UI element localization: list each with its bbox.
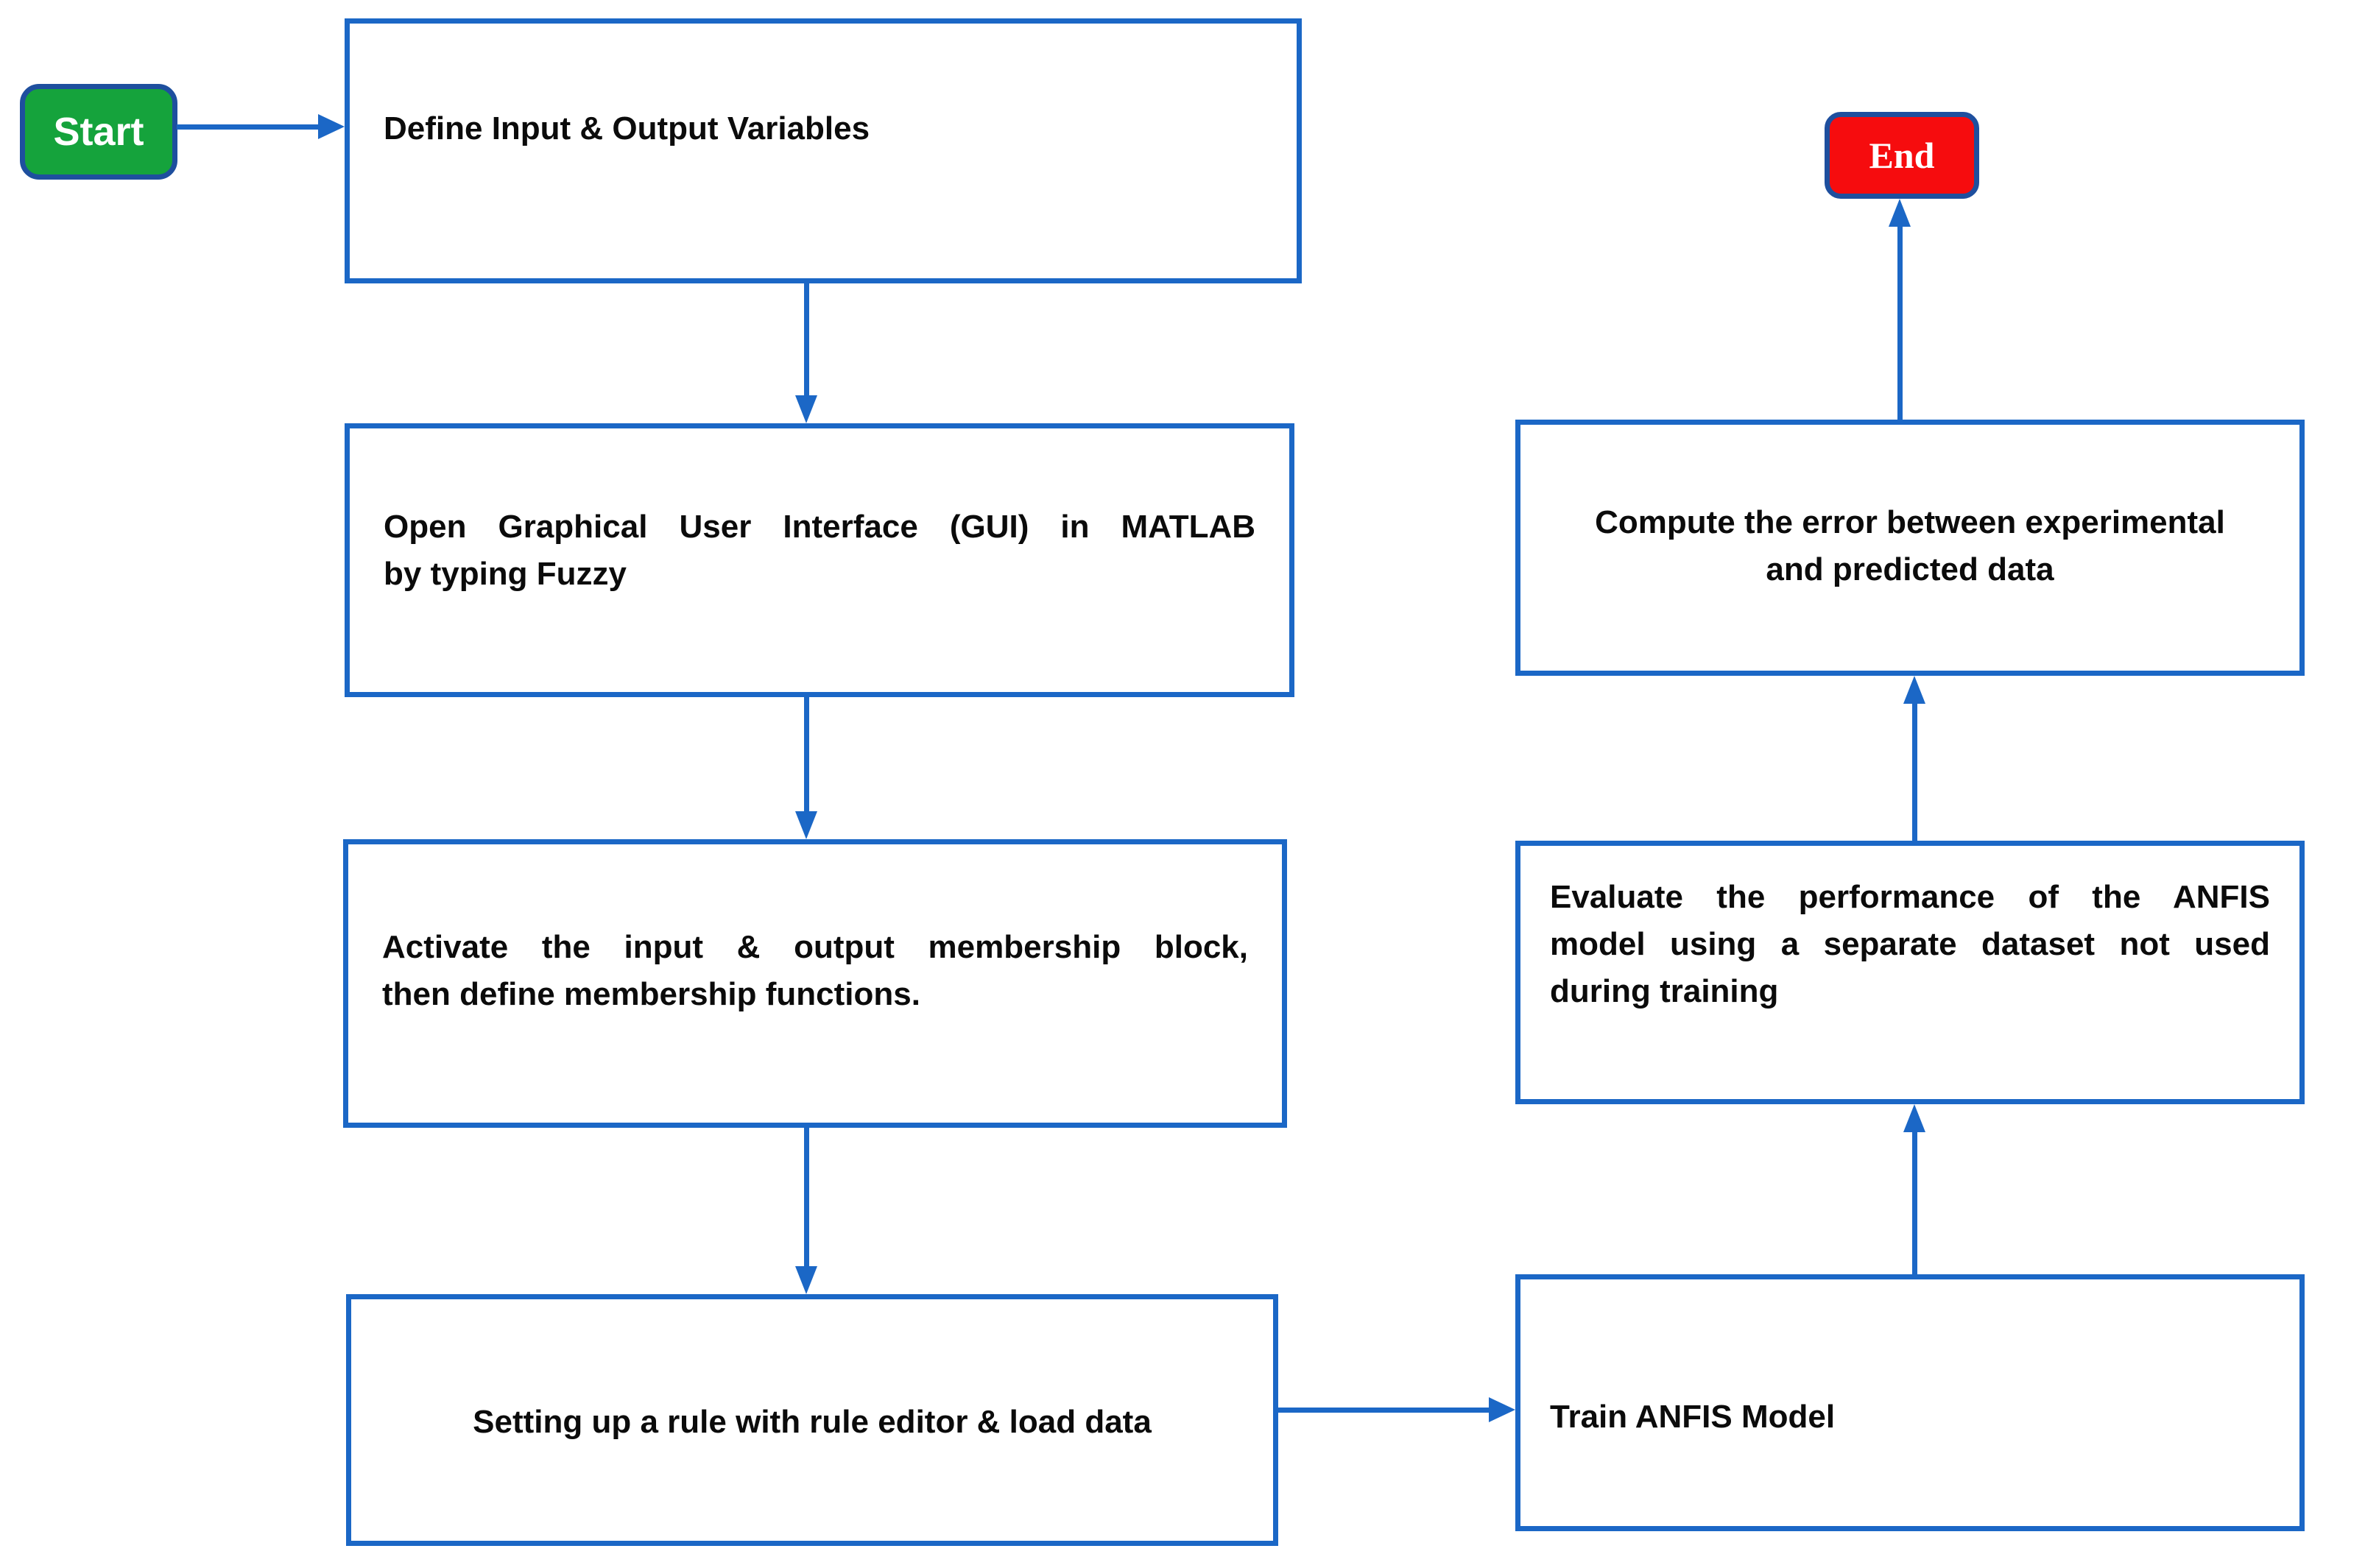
arrowhead-right-icon (1489, 1397, 1515, 1422)
start-terminal: Start (20, 84, 177, 180)
process-rule-editor: Setting up a rule with rule editor & loa… (346, 1294, 1278, 1546)
arrow-shaft (1278, 1408, 1489, 1413)
arrow-shaft (177, 124, 318, 130)
process-label: then define membership functions. (382, 976, 920, 1012)
arrowhead-down-icon (795, 1266, 817, 1294)
process-label: Compute the error between experimental (1595, 504, 2225, 540)
process-evaluate-performance: Evaluate the performance of the ANFIS mo… (1515, 841, 2305, 1104)
process-activate-membership: Activate the input & output membership b… (343, 839, 1287, 1128)
arrow-shaft (1912, 704, 1917, 841)
arrowhead-right-icon (318, 114, 345, 139)
arrow-shaft (1912, 1132, 1917, 1274)
start-label: Start (53, 110, 144, 154)
process-label: Activate the input & output membership b… (382, 929, 1248, 965)
arrowhead-down-icon (795, 811, 817, 839)
process-label: Setting up a rule with rule editor & loa… (473, 1404, 1152, 1440)
process-label: by typing Fuzzy (384, 556, 627, 592)
arrow-shaft (1897, 227, 1903, 420)
arrow-shaft (804, 1128, 809, 1266)
end-terminal: End (1825, 112, 1979, 199)
arrowhead-up-icon (1903, 1104, 1925, 1132)
process-train-anfis: Train ANFIS Model (1515, 1274, 2305, 1531)
end-label: End (1869, 135, 1935, 176)
process-compute-error: Compute the error between experimental a… (1515, 420, 2305, 676)
arrowhead-down-icon (795, 395, 817, 423)
arrow-shaft (804, 283, 809, 395)
arrowhead-up-icon (1889, 199, 1911, 227)
process-label: Define Input & Output Variables (384, 110, 870, 146)
process-label: Evaluate the performance of the ANFIS (1550, 879, 2270, 915)
process-label: and predicted data (1766, 551, 2054, 587)
arrow-shaft (804, 697, 809, 811)
process-define-variables: Define Input & Output Variables (345, 18, 1302, 283)
process-open-gui: Open Graphical User Interface (GUI) in M… (345, 423, 1294, 697)
arrowhead-up-icon (1903, 676, 1925, 704)
process-label: model using a separate dataset not used (1550, 926, 2270, 962)
process-label: Train ANFIS Model (1550, 1399, 1836, 1435)
process-label: Open Graphical User Interface (GUI) in M… (384, 509, 1255, 545)
process-label: during training (1550, 973, 1779, 1009)
